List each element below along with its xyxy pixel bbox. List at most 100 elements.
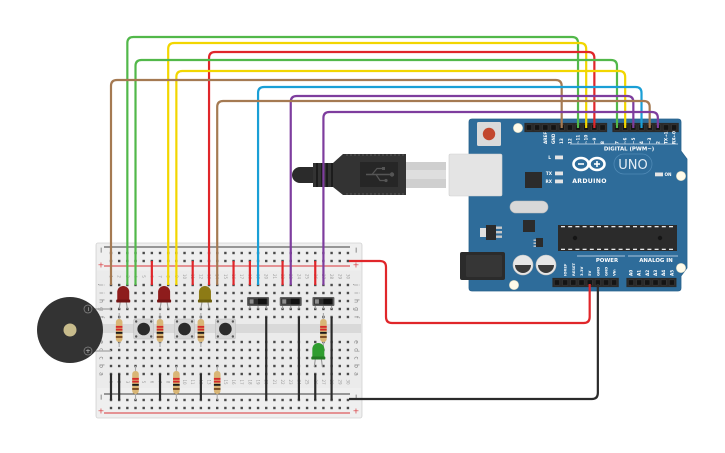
breadboard-hole[interactable] <box>150 348 154 352</box>
breadboard-hole[interactable] <box>199 356 203 360</box>
breadboard-hole[interactable] <box>183 348 186 352</box>
rail-hole[interactable] <box>232 251 235 255</box>
breadboard-hole[interactable] <box>134 307 137 311</box>
rail-hole[interactable] <box>166 406 170 410</box>
breadboard-hole[interactable] <box>346 348 350 352</box>
resistor-4[interactable] <box>320 313 327 347</box>
rail-hole[interactable] <box>240 251 243 255</box>
breadboard-hole[interactable] <box>256 348 260 352</box>
rail-hole[interactable] <box>256 406 260 410</box>
reset-button[interactable] <box>482 127 496 141</box>
breadboard-hole[interactable] <box>191 291 194 295</box>
breadboard-hole[interactable] <box>183 315 186 319</box>
rail-hole[interactable] <box>117 259 121 263</box>
breadboard-hole[interactable] <box>224 299 227 303</box>
header-pin[interactable] <box>636 279 642 286</box>
rail-hole[interactable] <box>166 398 170 402</box>
breadboard-hole[interactable] <box>158 356 162 360</box>
breadboard-hole[interactable] <box>191 299 194 303</box>
breadboard-hole[interactable] <box>240 364 243 368</box>
breadboard-hole[interactable] <box>191 348 194 352</box>
breadboard-hole[interactable] <box>207 340 211 344</box>
breadboard-hole[interactable] <box>338 315 341 319</box>
resistor-3[interactable] <box>197 313 205 347</box>
breadboard-hole[interactable] <box>175 291 178 295</box>
breadboard-hole[interactable] <box>142 299 145 303</box>
wire-brown-pin-3[interactable] <box>216 99 651 285</box>
breadboard-hole[interactable] <box>150 372 154 376</box>
breadboard-hole[interactable] <box>109 315 113 319</box>
breadboard-hole[interactable] <box>314 340 317 344</box>
rail-hole[interactable] <box>142 398 145 402</box>
breadboard-hole[interactable] <box>142 356 145 360</box>
breadboard-hole[interactable] <box>346 356 350 360</box>
breadboard-hole[interactable] <box>183 307 186 311</box>
breadboard-hole[interactable] <box>314 364 317 368</box>
breadboard-hole[interactable] <box>248 291 252 295</box>
breadboard-hole[interactable] <box>248 364 252 368</box>
breadboard-hole[interactable] <box>183 299 186 303</box>
breadboard-hole[interactable] <box>191 307 194 311</box>
breadboard-hole[interactable] <box>232 348 235 352</box>
breadboard-hole[interactable] <box>166 364 170 368</box>
breadboard-hole[interactable] <box>158 364 162 368</box>
breadboard-hole[interactable] <box>216 348 219 352</box>
breadboard-hole[interactable] <box>134 291 137 295</box>
wire-purple-pin-5[interactable] <box>289 94 635 285</box>
rail-hole[interactable] <box>281 251 284 255</box>
breadboard-hole[interactable] <box>305 291 309 295</box>
breadboard-hole[interactable] <box>216 299 219 303</box>
breadboard-hole[interactable] <box>240 291 243 295</box>
breadboard-hole[interactable] <box>240 315 243 319</box>
breadboard-hole[interactable] <box>150 315 154 319</box>
breadboard-hole[interactable] <box>126 348 129 352</box>
rail-hole[interactable] <box>109 406 113 410</box>
slide-switch-2[interactable] <box>279 297 302 309</box>
header-pin[interactable] <box>578 279 585 286</box>
breadboard-hole[interactable] <box>224 283 227 287</box>
breadboard-hole[interactable] <box>224 348 227 352</box>
rail-hole[interactable] <box>322 406 325 410</box>
breadboard-hole[interactable] <box>216 340 219 344</box>
rail-hole[interactable] <box>191 398 194 402</box>
rail-hole[interactable] <box>183 406 186 410</box>
header-pin[interactable] <box>603 279 609 286</box>
breadboard-hole[interactable] <box>224 356 227 360</box>
breadboard-hole[interactable] <box>191 372 194 376</box>
breadboard-hole[interactable] <box>346 315 350 319</box>
breadboard-hole[interactable] <box>232 291 235 295</box>
rail-hole[interactable] <box>191 406 194 410</box>
resistor-5[interactable] <box>132 366 139 400</box>
breadboard-hole[interactable] <box>248 315 252 319</box>
breadboard-hole[interactable] <box>305 283 309 287</box>
breadboard-hole[interactable] <box>338 372 341 376</box>
breadboard-hole[interactable] <box>183 356 186 360</box>
breadboard-hole[interactable] <box>240 340 243 344</box>
breadboard-hole[interactable] <box>216 356 219 360</box>
breadboard-hole[interactable] <box>281 348 284 352</box>
breadboard-hole[interactable] <box>216 315 219 319</box>
led-red-2[interactable] <box>157 286 172 310</box>
breadboard-hole[interactable] <box>232 315 235 319</box>
led-red-1[interactable] <box>116 286 131 310</box>
breadboard-hole[interactable] <box>191 364 194 368</box>
rail-hole[interactable] <box>191 251 194 255</box>
switch-slider[interactable] <box>323 298 332 305</box>
rail-hole[interactable] <box>232 398 235 402</box>
breadboard-hole[interactable] <box>322 291 325 295</box>
rail-hole[interactable] <box>265 251 268 255</box>
rail-hole[interactable] <box>248 398 252 402</box>
breadboard-hole[interactable] <box>297 283 301 287</box>
rail-hole[interactable] <box>183 259 186 263</box>
pushbutton-cap[interactable] <box>137 322 150 336</box>
rail-hole[interactable] <box>314 251 317 255</box>
rail-hole[interactable] <box>281 406 284 410</box>
breadboard-hole[interactable] <box>289 364 292 368</box>
rail-hole[interactable] <box>338 251 341 255</box>
breadboard-hole[interactable] <box>142 307 145 311</box>
breadboard-hole[interactable] <box>150 307 154 311</box>
rail-hole[interactable] <box>142 251 145 255</box>
breadboard-hole[interactable] <box>191 315 194 319</box>
rail-hole[interactable] <box>297 259 301 263</box>
